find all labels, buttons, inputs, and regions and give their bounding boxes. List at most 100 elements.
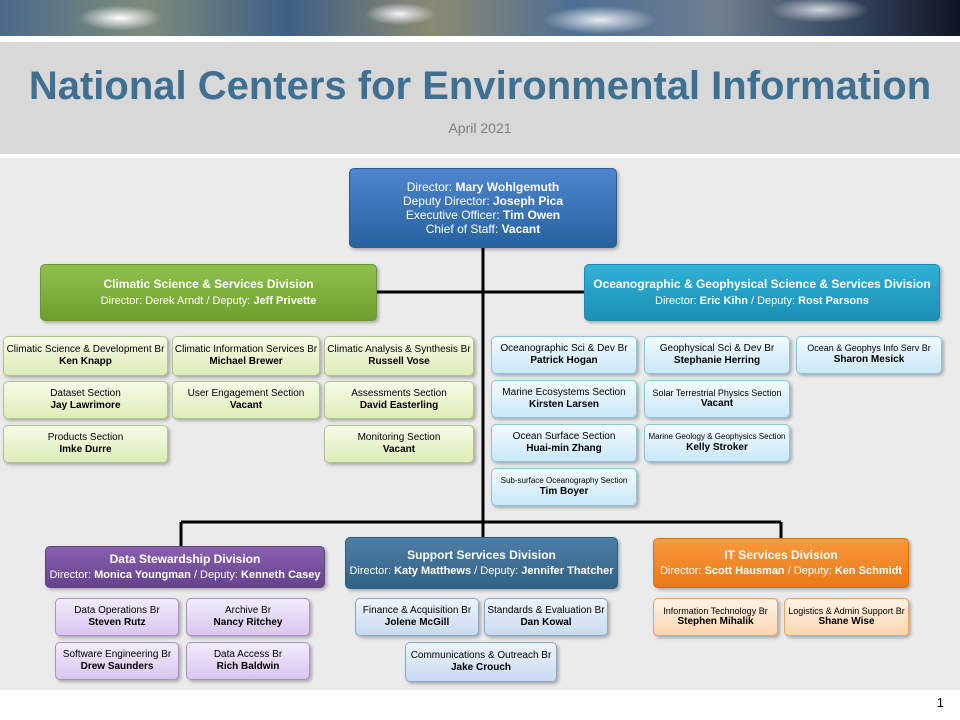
unit-title: Ocean Surface Section [512,431,616,443]
unit-head-name: Michael Brewer [209,356,283,367]
chief-of-staff-name: Vacant [501,222,541,237]
director-office-box[interactable]: Director: Mary Wohlgemuth Deputy Directo… [349,168,617,248]
unit-head-name: Russell Vose [368,356,430,367]
unit-title: Information Technology Br [663,605,768,616]
unit-title: Products Section [47,432,124,444]
unit-head-name: Imke Durre [59,444,112,455]
unit-title: Climatic Analysis & Synthesis Br [327,344,471,356]
unit-head-name: David Easterling [359,400,439,411]
unit-sub-surface-oceanography-section[interactable]: Sub-surface Oceanography Section Tim Boy… [491,468,637,506]
unit-climatic-information-services[interactable]: Climatic Information Services Br Michael… [172,336,320,376]
oceanographic-deputy-label: / Deputy: [750,294,796,307]
unit-head-name: Sharon Mesick [833,353,905,365]
unit-title: Climatic Information Services Br [174,344,318,356]
unit-head-name: Stephanie Herring [673,355,761,366]
unit-title: Sub-surface Oceanography Section [500,476,628,486]
unit-head-name: Drew Saunders [80,661,154,672]
unit-assessments-section[interactable]: Assessments Section David Easterling [324,381,474,419]
data-stewardship-division-box[interactable]: Data Stewardship Division Director: Moni… [45,546,325,588]
unit-title: Climatic Science & Development Br [6,344,165,356]
unit-title: Oceanographic Sci & Dev Br [500,343,628,355]
unit-head-name: Vacant [229,400,263,411]
unit-title: Data Operations Br [74,605,160,617]
unit-climatic-analysis-synthesis[interactable]: Climatic Analysis & Synthesis Br Russell… [324,336,474,376]
deputy-director-name: Joseph Pica [493,193,564,208]
unit-head-name: Jolene McGill [384,617,450,628]
oceanographic-division-box[interactable]: Oceanographic & Geophysical Science & Se… [584,264,940,321]
oceanographic-division-title: Oceanographic & Geophysical Science & Se… [593,277,931,292]
executive-officer-label: Executive Officer: [405,208,500,222]
unit-title: Marine Ecosystems Section [502,387,626,399]
unit-title: Communications & Outreach Br [410,650,552,662]
unit-head-name: Kelly Stroker [686,441,748,453]
unit-marine-geology-geophysics-section[interactable]: Marine Geology & Geophysics Section Kell… [644,424,790,462]
unit-head-name: Tim Boyer [539,485,589,497]
ss-deputy-label: / Deputy: [474,565,519,578]
page-title: National Centers for Environmental Infor… [28,64,932,108]
it-deputy-label: / Deputy: [787,565,832,578]
unit-head-name: Jay Lawrimore [50,400,121,411]
title-band [0,42,960,154]
unit-logistics-admin-support[interactable]: Logistics & Admin Support Br Shane Wise [784,598,909,636]
unit-oceanographic-sci-dev[interactable]: Oceanographic Sci & Dev Br Patrick Hogan [491,336,637,374]
unit-title: Dataset Section [50,388,121,400]
ss-director-name: Katy Matthews [394,565,472,578]
climatic-director-label: Director: [100,294,143,307]
climatic-division-box[interactable]: Climatic Science & Services Division Dir… [40,264,377,321]
unit-head-name: Jake Crouch [450,662,512,673]
unit-data-access[interactable]: Data Access Br Rich Baldwin [186,642,310,680]
director-name: Mary Wohlgemuth [455,179,560,194]
unit-title: Archive Br [224,605,272,617]
climatic-deputy-label: / Deputy: [206,294,251,307]
it-services-division-box[interactable]: IT Services Division Director: Scott Hau… [653,538,909,588]
unit-title: Monitoring Section [357,432,441,444]
unit-title: Ocean & Geophys Info Serv Br [807,343,931,353]
unit-head-name: Patrick Hogan [530,355,598,366]
unit-ocean-surface-section[interactable]: Ocean Surface Section Huai-min Zhang [491,424,637,462]
unit-title: Marine Geology & Geophysics Section [648,432,786,442]
deputy-director-label: Deputy Director: [402,193,490,208]
it-services-division-title: IT Services Division [724,547,838,562]
ss-director-label: Director: [349,565,391,578]
unit-head-name: Nancy Ritchey [213,617,283,628]
unit-title: Standards & Evaluation Br [487,605,605,617]
unit-head-name: Kirsten Larsen [528,399,600,410]
oceanographic-director-name: Eric Kihn [699,294,748,307]
ds-director-name: Monica Youngman [94,569,191,582]
unit-solar-terrestrial-physics-section[interactable]: Solar Terrestrial Physics Section Vacant [644,380,790,418]
executive-officer-name: Tim Owen [503,208,561,222]
unit-title: Logistics & Admin Support Br [788,605,905,616]
data-stewardship-division-title: Data Stewardship Division [109,551,261,566]
unit-software-engineering[interactable]: Software Engineering Br Drew Saunders [55,642,179,680]
unit-head-name: Vacant [382,444,416,455]
chief-of-staff-label: Chief of Staff: [425,222,499,237]
unit-head-name: Huai-min Zhang [526,443,602,454]
ds-director-label: Director: [49,569,92,582]
unit-title: Assessments Section [351,388,447,400]
support-services-division-box[interactable]: Support Services Division Director: Katy… [345,537,618,589]
unit-head-name: Ken Knapp [59,356,112,367]
unit-standards-evaluation[interactable]: Standards & Evaluation Br Dan Kowal [484,598,608,636]
unit-finance-acquisition[interactable]: Finance & Acquisition Br Jolene McGill [355,598,479,636]
unit-marine-ecosystems-section[interactable]: Marine Ecosystems Section Kirsten Larsen [491,380,637,418]
unit-products-section[interactable]: Products Section Imke Durre [3,425,168,463]
unit-information-technology[interactable]: Information Technology Br Stephen Mihali… [653,598,778,636]
unit-dataset-section[interactable]: Dataset Section Jay Lawrimore [3,381,168,419]
unit-geophysical-sci-dev[interactable]: Geophysical Sci & Dev Br Stephanie Herri… [644,336,790,374]
unit-climatic-science-development[interactable]: Climatic Science & Development Br Ken Kn… [3,336,168,376]
unit-user-engagement-section[interactable]: User Engagement Section Vacant [172,381,320,419]
unit-title: User Engagement Section [187,388,305,400]
unit-title: Data Access Br [213,649,283,661]
unit-title: Software Engineering Br [62,649,172,661]
climatic-division-title: Climatic Science & Services Division [103,277,314,292]
unit-communications-outreach[interactable]: Communications & Outreach Br Jake Crouch [405,642,557,682]
it-deputy-name: Ken Schmidt [834,565,903,578]
oceanographic-deputy-name: Rost Parsons [798,294,869,307]
ss-deputy-name: Jennifer Thatcher [521,565,614,578]
it-director-name: Scott Hausman [704,565,785,578]
unit-monitoring-section[interactable]: Monitoring Section Vacant [324,425,474,463]
unit-data-operations[interactable]: Data Operations Br Steven Rutz [55,598,179,636]
unit-ocean-geophys-info-serv[interactable]: Ocean & Geophys Info Serv Br Sharon Mesi… [796,336,942,374]
unit-archive[interactable]: Archive Br Nancy Ritchey [186,598,310,636]
